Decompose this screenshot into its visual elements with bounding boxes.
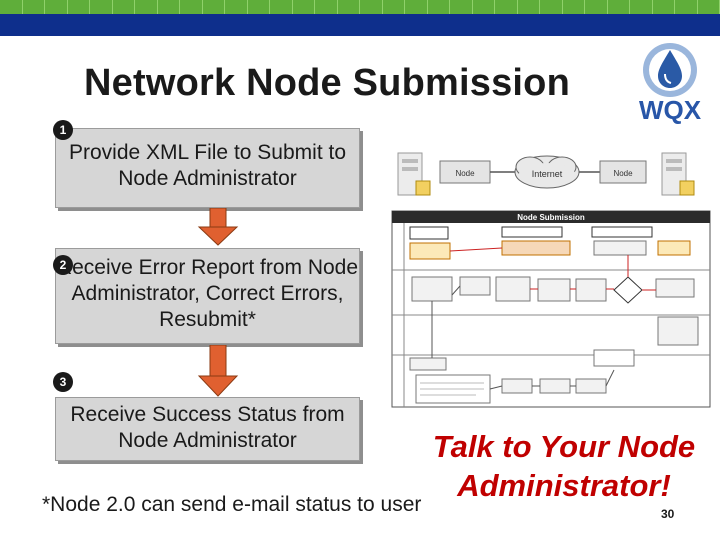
- down-arrow-icon: [197, 345, 239, 397]
- left-server-icon: [397, 152, 431, 196]
- right-server-icon: [661, 152, 695, 196]
- logo-text: WQX: [638, 95, 702, 125]
- water-drop-icon: [643, 43, 697, 97]
- step-3-number: 3: [53, 372, 73, 392]
- internet-label: Internet: [532, 169, 563, 179]
- slide-title: Network Node Submission: [84, 62, 571, 104]
- step-2-box: Receive Error Report from Node Administr…: [55, 248, 360, 344]
- submission-flowchart: Node Submission: [391, 210, 711, 408]
- right-node-box: Node: [599, 160, 647, 184]
- down-arrow-icon: [197, 208, 239, 246]
- header-bar: [0, 14, 720, 36]
- internet-cloud-icon: Internet: [514, 155, 580, 189]
- wqx-logo: WQX: [628, 40, 712, 136]
- header-stripe: [0, 0, 720, 14]
- callout-text: Talk to Your Node Administrator!: [432, 429, 696, 503]
- step-3-box: Receive Success Status from Node Adminis…: [55, 397, 360, 461]
- step-2-text: Receive Error Report from Node Administr…: [56, 256, 359, 331]
- step-1-number: 1: [53, 120, 73, 140]
- step-1-box: Provide XML File to Submit to Node Admin…: [55, 128, 360, 208]
- step-3-text: Receive Success Status from Node Adminis…: [70, 403, 345, 452]
- page-number: 30: [661, 507, 675, 521]
- flowchart-title: Node Submission: [517, 213, 585, 222]
- step-2-number: 2: [53, 255, 73, 275]
- network-diagram: Node Internet Node Node Submission: [391, 152, 711, 408]
- step-1-text: Provide XML File to Submit to Node Admin…: [69, 141, 346, 190]
- left-node-label: Node: [455, 169, 475, 178]
- footnote: *Node 2.0 can send e-mail status to user: [42, 493, 422, 516]
- left-node-box: Node: [439, 160, 491, 184]
- right-node-label: Node: [613, 169, 633, 178]
